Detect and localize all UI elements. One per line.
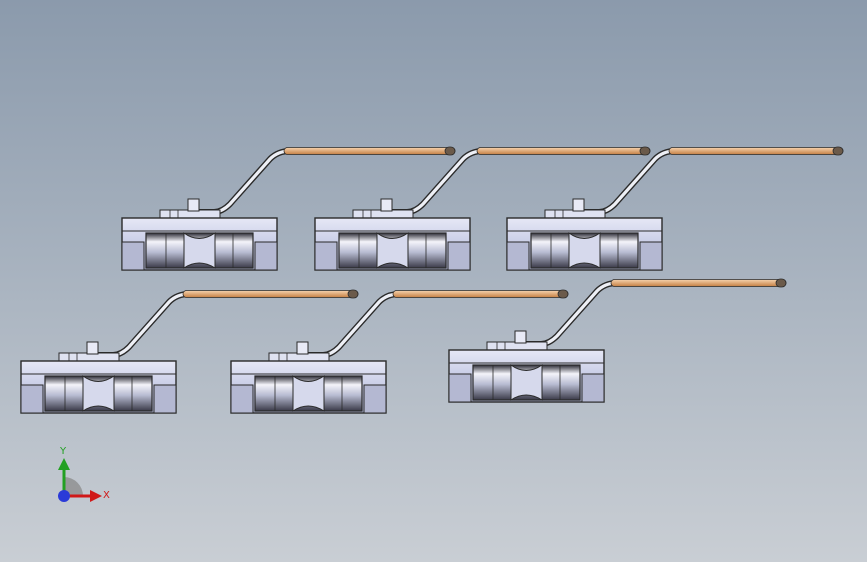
ball-valve-5[interactable] (230, 289, 569, 414)
valve-stem-nut (514, 330, 527, 344)
valve-end-cap-right (363, 384, 387, 414)
valve-stem-nut (187, 198, 200, 212)
triad-z-axis-origin (58, 490, 70, 502)
valve-ball (183, 232, 216, 269)
valve-end-cap-right (447, 241, 471, 271)
valve-end-cap-left (506, 241, 530, 271)
valve-handle-lever (89, 292, 354, 357)
valve-end-cap-right (639, 241, 663, 271)
valve-handle-grip (476, 147, 651, 155)
valve-handle-tip (347, 289, 359, 299)
valve-stem-nut (86, 341, 99, 355)
valve-ball (568, 232, 601, 269)
valve-stem-nut (296, 341, 309, 355)
valve-ball (82, 375, 115, 412)
valve-stem-nut (572, 198, 585, 212)
ball-valve-3[interactable] (506, 146, 844, 271)
valve-end-cap-left (314, 241, 338, 271)
valve-handle-tip (832, 146, 844, 156)
ball-valve-6[interactable] (448, 278, 787, 403)
triad-x-arrowhead (90, 490, 102, 502)
valve-end-cap-left (230, 384, 254, 414)
ball-valve-4[interactable] (20, 289, 359, 414)
valve-ball (292, 375, 325, 412)
valve-handle-lever (383, 149, 646, 214)
triad-y-label: Y (59, 446, 67, 457)
ball-valve-2[interactable] (314, 146, 651, 271)
triad-plane-arc (64, 477, 83, 496)
valve-handle-grip (392, 290, 569, 298)
valve-end-cap-right (254, 241, 278, 271)
valve-handle-grip (610, 279, 787, 287)
valve-handle-grip (182, 290, 359, 298)
coordinate-triad: Y X (58, 446, 110, 502)
ball-valve-1[interactable] (121, 146, 456, 271)
valve-end-cap-left (20, 384, 44, 414)
valve-end-cap-left (121, 241, 145, 271)
valve-handle-tip (444, 146, 456, 156)
triad-y-arrowhead (58, 458, 70, 470)
valve-end-cap-left (448, 373, 472, 403)
valve-handle-lever (575, 149, 839, 214)
triad-x-label: X (103, 490, 110, 501)
valve-ball (376, 232, 409, 269)
valve-handle-grip (668, 147, 844, 155)
valve-handle-lever (190, 149, 451, 214)
valve-handle-tip (639, 146, 651, 156)
valve-ball (510, 364, 543, 401)
valve-handle-tip (557, 289, 569, 299)
valve-stem-nut (380, 198, 393, 212)
valve-end-cap-right (581, 373, 605, 403)
valve-handle-tip (775, 278, 787, 288)
valve-end-cap-right (153, 384, 177, 414)
valve-handle-grip (283, 147, 456, 155)
